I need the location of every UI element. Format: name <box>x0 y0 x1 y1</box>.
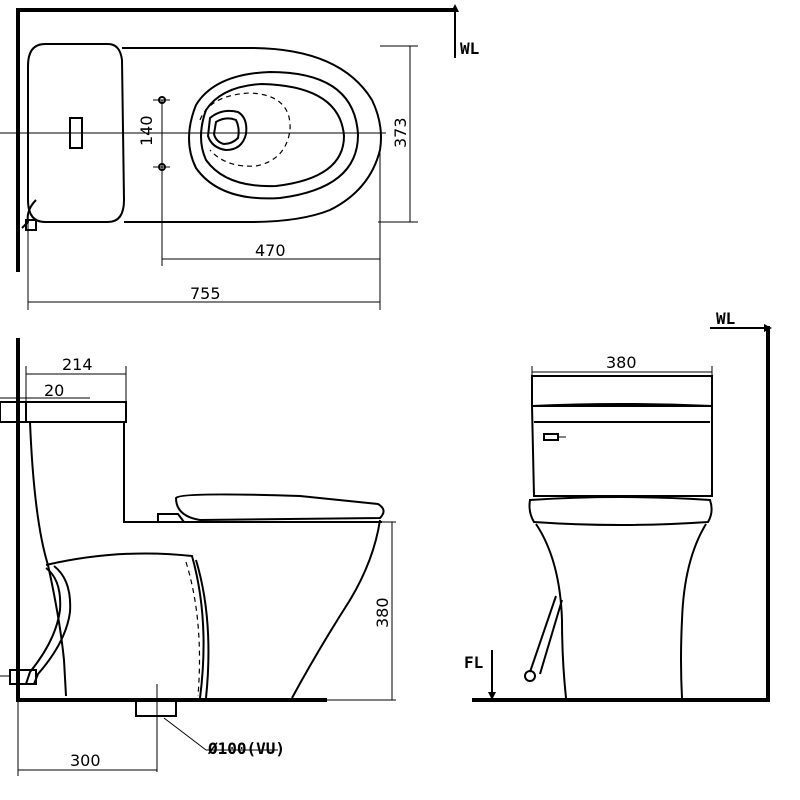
side-bowl-base <box>45 552 205 699</box>
side-tank-lid <box>26 401 127 423</box>
side-seat <box>174 493 385 522</box>
side-trapway <box>185 561 201 697</box>
side-supply-valve <box>9 669 37 685</box>
dim-side-rough-in: 300 <box>70 751 101 770</box>
plan-seat-outer <box>188 70 360 200</box>
wl-top-arrow-head <box>451 4 459 12</box>
side-supply-hose <box>25 567 62 685</box>
dim-plan-bolt-spacing: 140 <box>137 115 156 146</box>
plan-seat-inner <box>200 82 346 188</box>
side-drain-outlet <box>135 702 177 717</box>
front-flush-button <box>543 433 559 441</box>
fl-label: FL <box>464 653 483 672</box>
front-supply-hose <box>529 595 557 673</box>
plan-drain <box>206 109 248 152</box>
front-view: WL FL 380 <box>464 309 772 702</box>
front-wall-floor <box>472 326 770 702</box>
plan-bowl-water-line <box>199 92 291 167</box>
dim-plan-outlet: 470 <box>255 241 286 260</box>
wl-side-arrow-head <box>764 324 772 332</box>
dim-side-tank-depth: 214 <box>62 355 93 374</box>
plan-supply-pipe <box>21 199 37 229</box>
side-seat-hinge <box>157 513 186 523</box>
plan-tank <box>27 43 126 223</box>
pipe-leader <box>163 717 207 751</box>
wl-top-label: WL <box>460 39 479 58</box>
dim-side-wall-gap: 20 <box>44 381 64 400</box>
dim-front-width: 380 <box>606 353 637 372</box>
pipe-label: Ø100(VU) <box>207 739 285 758</box>
plan-bowl-outer <box>122 47 382 223</box>
fl-arrow-head <box>488 692 496 700</box>
plan-view: WL 140 373 470 <box>0 4 479 310</box>
dim-plan-length: 755 <box>190 284 221 303</box>
front-seat <box>528 496 713 526</box>
side-back-profile <box>29 421 67 697</box>
side-view: 214 20 380 Ø100(VU) 300 <box>0 338 396 776</box>
side-wall-bracket <box>0 401 27 423</box>
front-supply-valve <box>524 670 536 682</box>
plan-supply-valve <box>25 219 37 231</box>
dim-plan-width: 373 <box>391 117 410 148</box>
front-tank-body <box>530 403 713 497</box>
plan-wall <box>16 8 457 272</box>
front-pedestal <box>535 523 567 699</box>
side-tank-body <box>28 421 160 523</box>
wl-side-label: WL <box>716 309 735 328</box>
dim-side-seat-height: 380 <box>373 597 392 628</box>
side-bowl-front <box>291 519 381 699</box>
front-tank-lid <box>531 375 713 407</box>
